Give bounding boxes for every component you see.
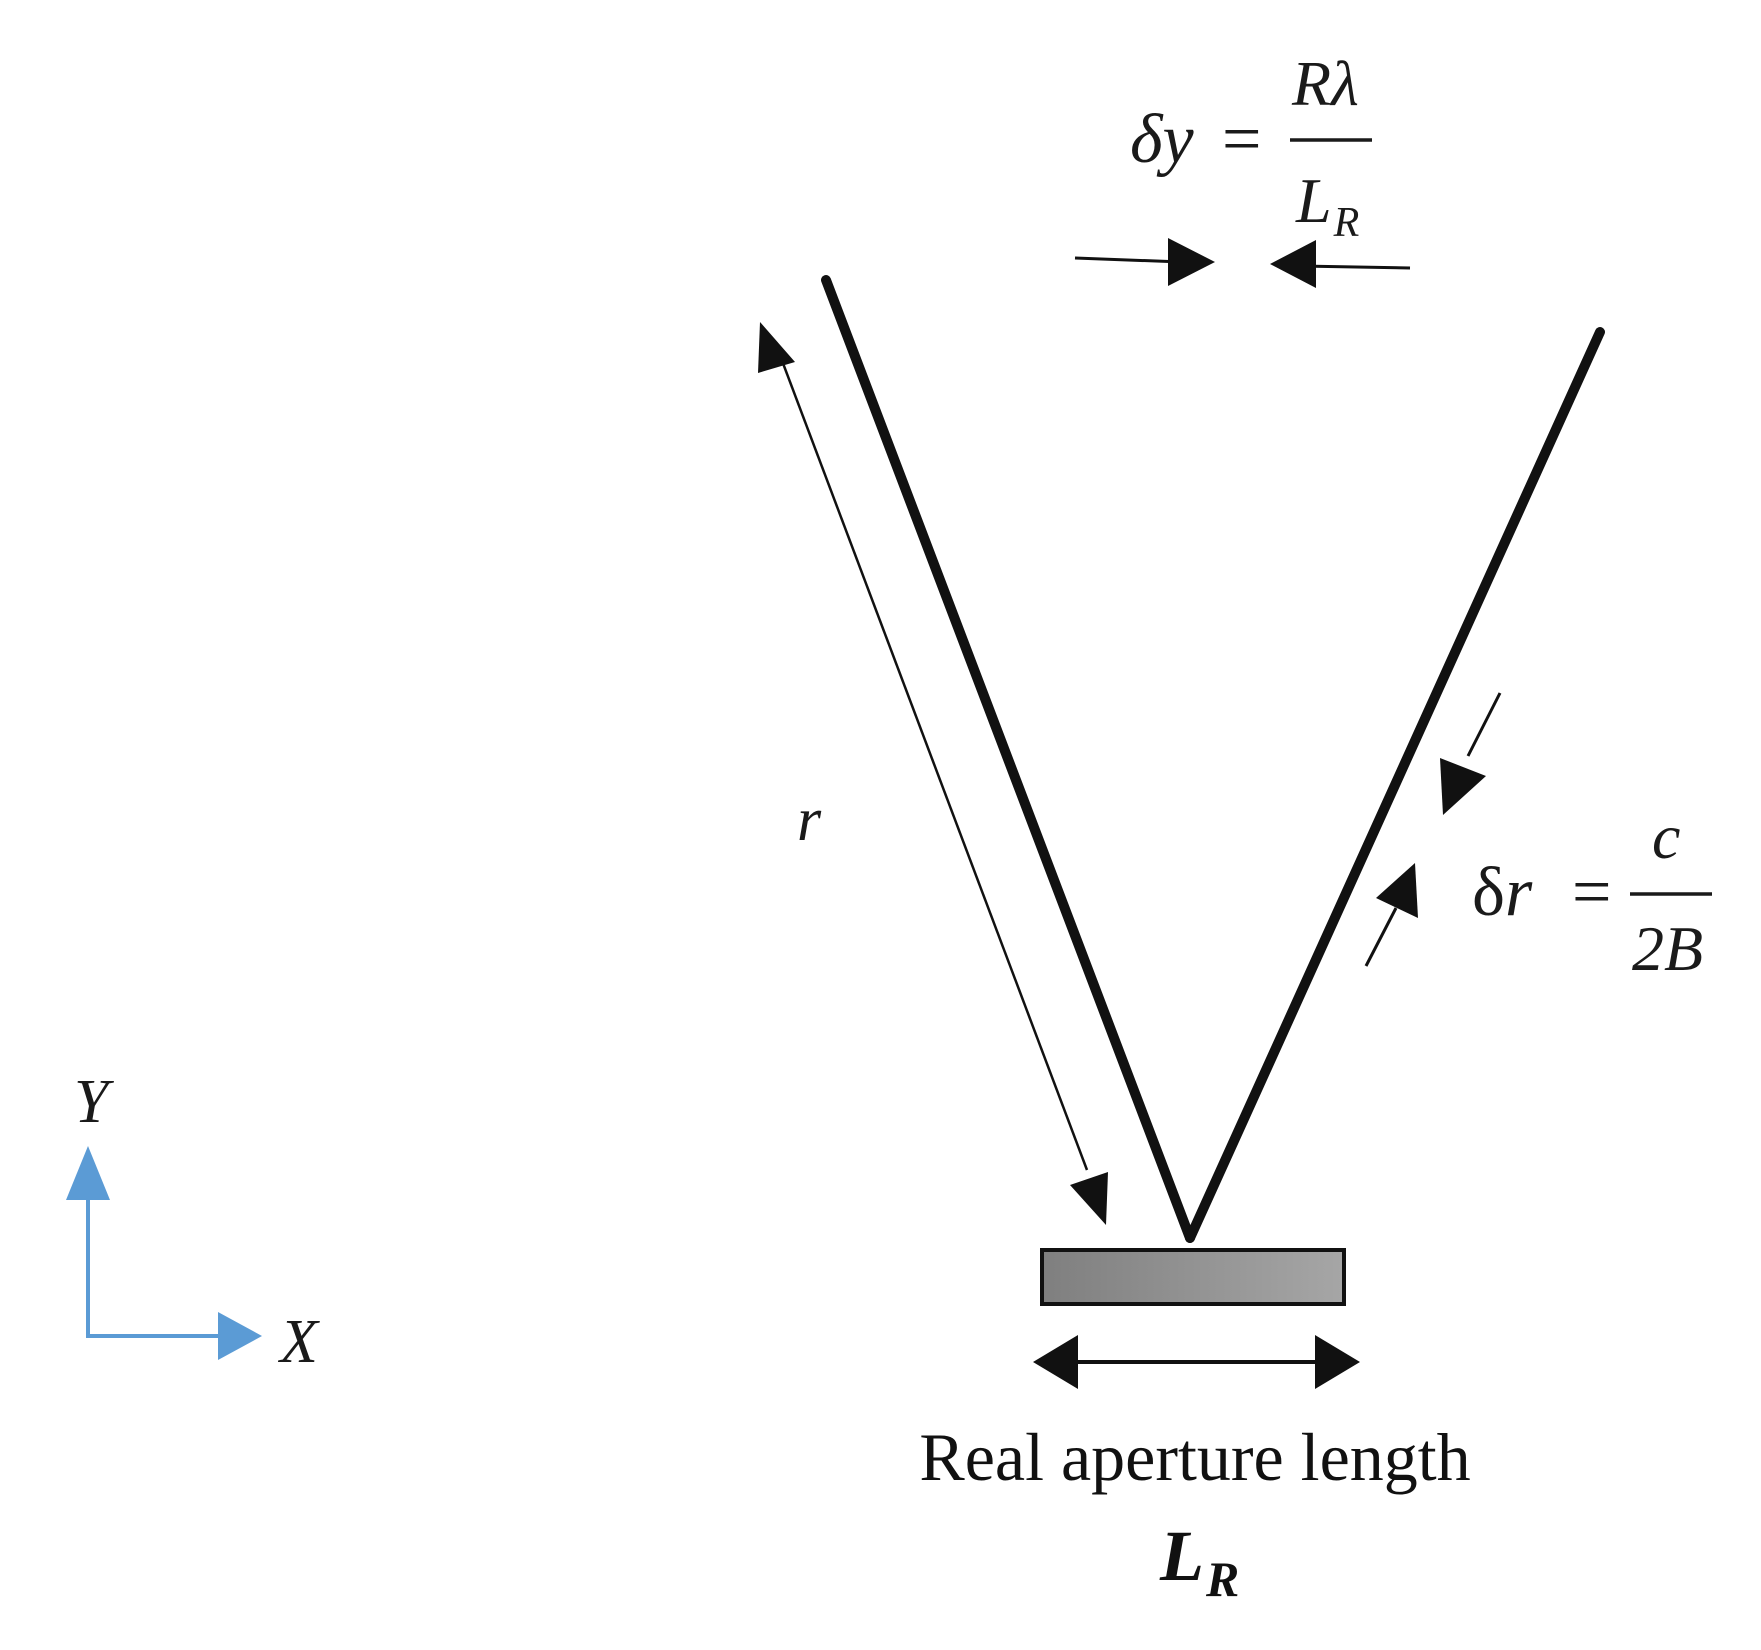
x-axis-arrow-icon [218,1312,262,1360]
range-arrow [758,322,1108,1225]
range-arrow-head-bottom [1070,1172,1108,1225]
range-res-denominator: 2B [1632,913,1703,984]
range-res-arrow-bottom-head [1376,863,1418,918]
aperture-length-arrow [1033,1335,1360,1389]
azimuth-arrow-right-head [1270,240,1316,288]
x-axis-label: X [277,1308,320,1376]
azimuth-numerator: Rλ [1291,48,1359,119]
azimuth-equals: = [1222,101,1261,178]
aperture-arrow-head-left [1033,1335,1078,1389]
range-arrow-head-top [758,322,795,373]
range-res-arrow-top-shaft [1466,692,1502,757]
aperture-caption: Real aperture length [919,1419,1470,1495]
azimuth-lhs: δy [1130,101,1195,178]
range-res-arrow-top-head [1440,758,1486,815]
y-axis-label: Y [74,1068,114,1136]
coordinate-axes: Y X [66,1068,320,1376]
beam-left-edge [821,275,1195,1243]
azimuth-arrow-left-shaft [1074,256,1183,264]
range-resolution-arrows [1364,692,1502,967]
azimuth-denominator: LR [1295,165,1359,246]
range-resolution-formula: δr = c 2B [1472,801,1712,984]
range-res-equals: = [1572,854,1611,931]
aperture-arrow-head-right [1315,1335,1360,1389]
beam-right-edge [1185,327,1605,1243]
range-res-lhs: δr [1472,854,1533,931]
aperture-symbol: LR [1159,1516,1239,1607]
range-label: r [797,786,822,854]
antenna-rect [1040,1248,1346,1306]
y-axis-arrow-icon [66,1146,110,1200]
range-res-arrow-bottom-shaft [1364,907,1398,967]
azimuth-resolution-arrows [1074,238,1411,288]
azimuth-arrow-left-head [1168,238,1215,286]
range-res-numerator: c [1652,801,1680,872]
azimuth-resolution-formula: δy = Rλ LR [1130,48,1372,246]
azimuth-arrow-right-shaft [1299,264,1411,270]
